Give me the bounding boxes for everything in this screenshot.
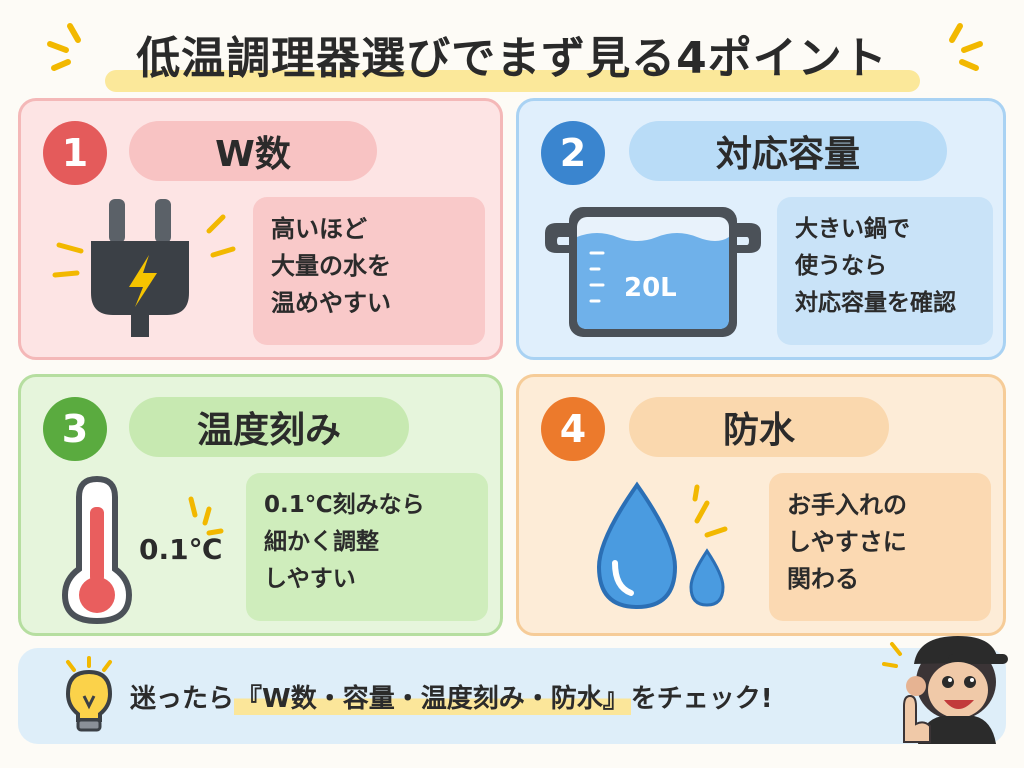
right-sparkle-icon xyxy=(949,23,983,71)
note-line: しやすさに xyxy=(787,528,907,556)
point-note: 大きい鍋で 使うなら 対応容量を確認 xyxy=(777,197,993,345)
thermometer-icon xyxy=(61,475,133,625)
point-note: 0.1℃刻みなら 細かく調整 しやすい xyxy=(246,473,488,621)
point-note: 高いほど 大量の水を 温めやすい xyxy=(253,197,485,345)
sparkle-icon xyxy=(188,496,224,536)
point-heading: 防水 xyxy=(629,397,889,457)
summary-suffix: をチェック! xyxy=(630,683,773,714)
note-line: 大量の水を xyxy=(271,252,391,280)
point-note: お手入れの しやすさに 関わる xyxy=(769,473,991,621)
note-line: 使うなら xyxy=(795,253,887,279)
note-line: 対応容量を確認 xyxy=(795,290,956,316)
note-line: 温めやすい xyxy=(271,289,391,317)
note-line: 大きい鍋で xyxy=(795,216,910,242)
note-line: 細かく調整 xyxy=(264,529,379,555)
page-title: 低温調理器選びでまず見る4ポイント xyxy=(136,33,888,84)
point-card-capacity: 2 対応容量 20L 大きい鍋で 使うなら 対応容量を確認 xyxy=(516,98,1006,360)
point-card-temperature-step: 3 温度刻み 0.1℃ 0.1℃刻みなら 細かく調整 しやすい xyxy=(18,374,503,636)
note-line: 高いほど xyxy=(271,215,367,243)
note-line: 関わる xyxy=(787,565,859,593)
point-number-badge: 4 xyxy=(541,397,605,461)
water-drop-icon xyxy=(596,481,728,610)
summary-banner: 迷ったら 『W数・容量・温度刻み・防水』 をチェック! xyxy=(18,636,1008,744)
summary-prefix: 迷ったら xyxy=(130,683,235,714)
thermometer-value-label: 0.1℃ xyxy=(139,533,223,566)
point-number-badge: 1 xyxy=(43,121,107,185)
monkey-mascot-icon xyxy=(882,636,1008,744)
point-card-waterproof: 4 防水 お手入れの しやすさに 関わる xyxy=(516,374,1006,636)
summary-message: 迷ったら 『W数・容量・温度刻み・防水』 をチェック! xyxy=(130,676,773,716)
pot-icon xyxy=(545,207,761,337)
left-sparkle-icon xyxy=(47,23,81,71)
note-line: お手入れの xyxy=(787,491,907,519)
note-line: 0.1℃刻みなら xyxy=(264,492,425,518)
point-heading: 温度刻み xyxy=(129,397,409,457)
pot-capacity-label: 20L xyxy=(624,273,677,303)
lightbulb-icon xyxy=(65,656,113,732)
point-card-wattage: 1 W数 高いほど 大量の水を 温めやすい xyxy=(18,98,503,360)
power-plug-icon xyxy=(52,199,236,337)
point-number-badge: 2 xyxy=(541,121,605,185)
note-line: しやすい xyxy=(264,566,356,592)
summary-highlight: 『W数・容量・温度刻み・防水』 xyxy=(234,677,631,715)
point-heading: 対応容量 xyxy=(629,121,947,181)
point-heading: W数 xyxy=(129,121,377,181)
title-area: 低温調理器選びでまず見る4ポイント xyxy=(0,8,1024,92)
point-number-badge: 3 xyxy=(43,397,107,461)
title-highlight xyxy=(105,70,920,92)
